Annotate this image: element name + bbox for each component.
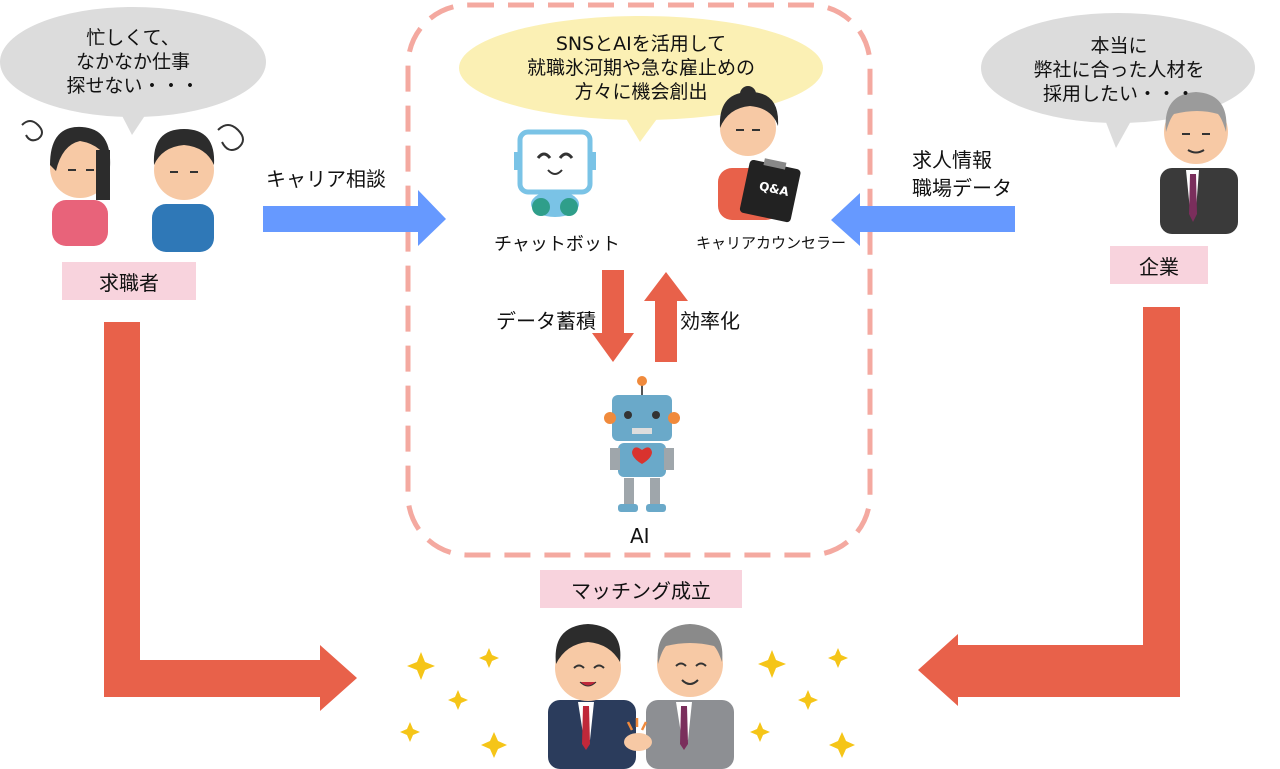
company-executive-illustration [1160, 92, 1238, 234]
chatbot-label: チャットボット [494, 234, 620, 255]
career-consult-arrow [263, 190, 446, 246]
data-accumulation-arrow [592, 270, 634, 362]
efficiency-label: 効率化 [680, 309, 740, 333]
career-consult-label: キャリア相談 [266, 167, 386, 191]
seeker-speech-bubble [0, 7, 266, 135]
company-info-arrow [831, 193, 1015, 246]
company-tag: 企業 [1110, 246, 1208, 284]
company-match-arrow [918, 307, 1180, 706]
chatbot-illustration [514, 129, 596, 217]
center-bubble-text: SNSとAIを活用して 就職氷河期や急な雇止めの 方々に機会創出 [526, 33, 755, 103]
seeker-match-arrow [104, 322, 357, 711]
ai-label: AI [630, 524, 650, 548]
handshake-illustration [548, 624, 734, 769]
job-seeker-tag: 求職者 [62, 262, 196, 300]
ai-robot-illustration [604, 376, 680, 512]
job-seeker-woman-illustration [21, 120, 111, 246]
counselor-label: キャリアカウンセラー [696, 234, 847, 252]
career-counselor-illustration [718, 86, 801, 223]
job-seeker-man-illustration [152, 124, 244, 252]
matching-tag: マッチング成立 [540, 570, 742, 608]
sparkles-decoration [400, 648, 855, 758]
company-info-label: 求人情報 職場データ [912, 148, 1012, 200]
platform-dashed-frame [405, 2, 873, 558]
data-accumulation-label: データ蓄積 [496, 309, 596, 333]
company-bubble-text: 本当に 弊社に合った人材を 採用したい・・・ [1033, 35, 1205, 105]
efficiency-arrow [644, 272, 688, 362]
seeker-bubble-text: 忙しくて、 なかなか仕事 探せない・・・ [66, 27, 200, 97]
center-speech-bubble [459, 16, 823, 142]
